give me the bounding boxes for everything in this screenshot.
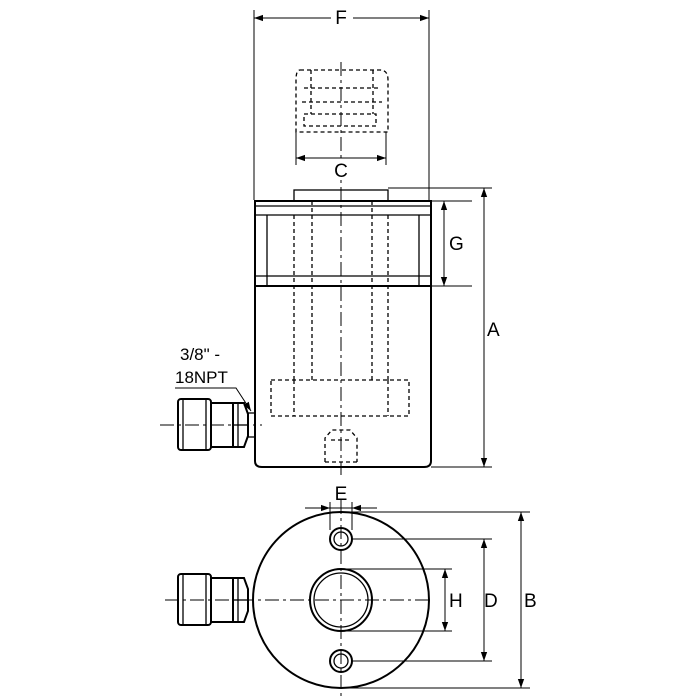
plan-view: E H D B [165,484,537,700]
label-a: A [487,320,500,341]
port-callout: 3/8" - 18NPT [175,345,252,412]
dimension-b: B [345,511,537,689]
cylinder-body [254,286,432,468]
dimension-d: D [352,538,498,662]
dimension-a: A [388,187,500,468]
coupler [160,398,262,451]
internal-hidden-lines [270,201,410,463]
dimension-e: E [305,484,377,530]
dimension-f: F [253,4,430,200]
extended-plunger-hidden [295,69,389,133]
port-size-line2: 18NPT [175,368,228,387]
dimension-h: H [341,568,463,632]
label-d: D [484,591,498,612]
coupler-plan [177,573,249,626]
port-size-line1: 3/8" - [180,345,220,364]
label-b: B [524,591,537,612]
dimension-c: C [295,132,387,182]
label-g: G [449,234,464,255]
side-view: F C G A 3/8" - 18NPT [160,4,500,475]
dimension-g: G [431,200,472,287]
label-c: C [334,161,348,182]
label-e: E [335,484,348,505]
label-f: F [335,8,347,29]
label-h: H [449,591,463,612]
collar [254,200,432,287]
